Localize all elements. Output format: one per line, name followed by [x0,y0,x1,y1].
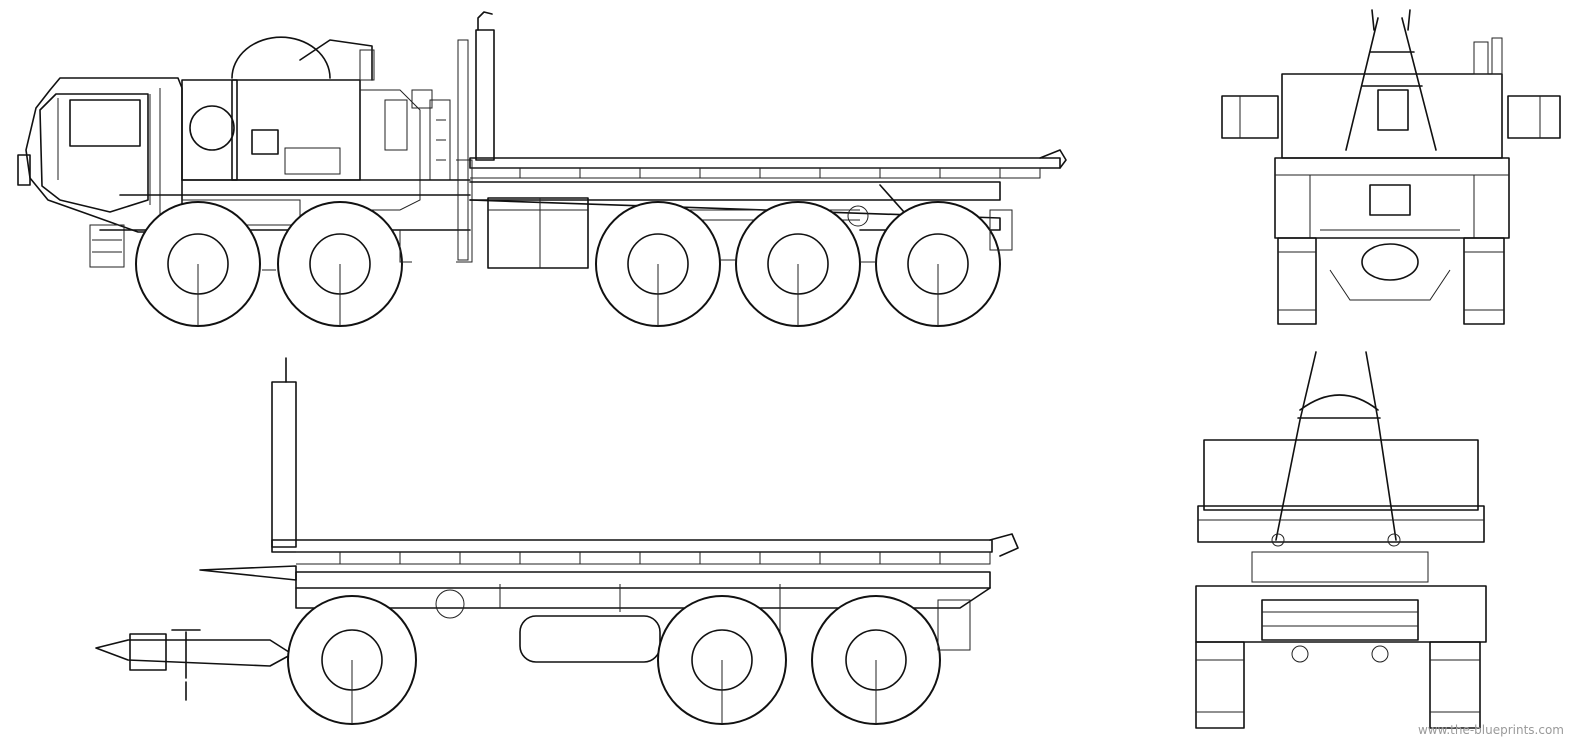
trailer-front-view [1195,351,1487,729]
trailer-drawbar [95,629,293,701]
truck-engine-housing [181,36,451,211]
front-tire-left [1195,641,1245,729]
truck-loader-arm [456,11,495,263]
trailer-tank [519,615,661,663]
rear-tire-left [1277,237,1317,325]
trailer-wheels [287,595,941,725]
truck-fuel-tank [487,197,589,269]
trailer-side-view [95,357,1019,725]
truck-side-view [17,11,1067,327]
rear-tire-right [1463,237,1505,325]
trailer-flatbed [271,539,993,553]
trailer-post [271,381,297,548]
front-tire-right [1429,641,1481,729]
truck-wheels [135,201,1001,327]
watermark-text: www.the-blueprints.com [1417,723,1564,737]
truck-rear-view [1221,9,1561,325]
